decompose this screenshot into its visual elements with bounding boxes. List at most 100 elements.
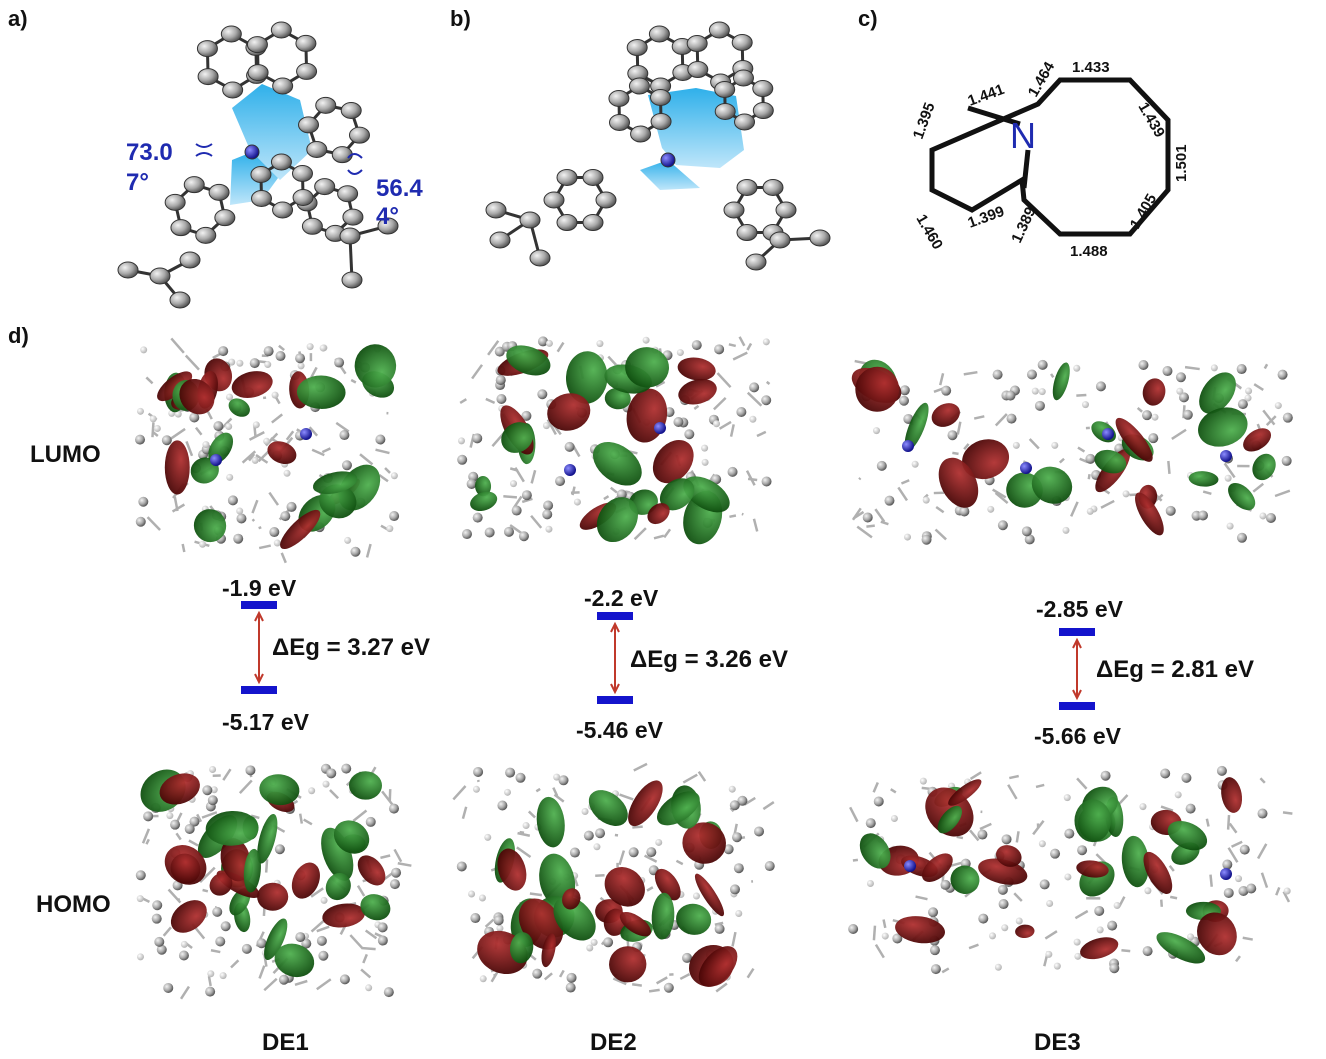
orbital-lobe-negative xyxy=(996,845,1022,867)
carbon-atom xyxy=(205,986,216,997)
carbon-atom xyxy=(566,972,577,983)
bond-line xyxy=(316,925,330,933)
orbital-lobe-negative xyxy=(694,873,725,917)
carbon-atom xyxy=(183,176,205,194)
arrow-up-icon xyxy=(254,610,264,622)
hydrogen-atom xyxy=(199,540,207,548)
hydrogen-atom xyxy=(510,480,518,488)
carbon-atom xyxy=(1281,455,1292,466)
lumo-energy: -2.85 eV xyxy=(1036,596,1124,622)
carbon-atom xyxy=(1037,359,1048,370)
bond-line xyxy=(874,943,885,959)
carbon-atom xyxy=(518,531,529,542)
carbon-atom xyxy=(736,406,747,417)
lumo-level-bar xyxy=(1059,628,1095,636)
arrow-down-icon xyxy=(254,673,264,685)
bond-line xyxy=(546,419,557,436)
carbon-atom xyxy=(178,950,189,961)
hydrogen-atom xyxy=(1001,924,1009,932)
bond-line xyxy=(1252,482,1265,493)
carbon-atom xyxy=(628,847,639,858)
crystal-structure-b xyxy=(485,21,831,271)
bond-line xyxy=(311,448,325,457)
carbon-atom xyxy=(899,385,910,396)
bond-line xyxy=(747,477,758,482)
bond-line xyxy=(1007,784,1018,800)
carbon-atom xyxy=(163,982,174,993)
carbon-atom xyxy=(1109,963,1120,974)
carbon-atom xyxy=(648,25,670,43)
orbital-lobe-negative xyxy=(654,868,681,901)
carbon-atom xyxy=(493,915,504,926)
carbon-atom xyxy=(214,209,236,227)
carbon-atom xyxy=(764,861,775,872)
carbon-atom xyxy=(609,113,631,131)
carbon-atom xyxy=(341,763,352,774)
panel-label-b: b) xyxy=(450,6,471,31)
orbital-cloud xyxy=(135,337,400,564)
hydrogen-atom xyxy=(1012,441,1020,449)
hydrogen-atom xyxy=(987,505,995,513)
carbon-atom xyxy=(714,102,736,120)
bond-line xyxy=(146,516,161,531)
hydrogen-atom xyxy=(136,895,144,903)
orbital-lobe-negative xyxy=(231,371,273,399)
carbon-atom xyxy=(301,938,312,949)
bond-line xyxy=(490,970,500,983)
carbon-atom xyxy=(484,527,495,538)
bond-line xyxy=(271,413,284,424)
carbon-atom xyxy=(212,906,223,917)
carbon-atom xyxy=(1165,505,1176,516)
bond-line xyxy=(294,979,308,987)
bond-line xyxy=(378,474,389,483)
bond-line xyxy=(194,426,203,436)
carbon-atom xyxy=(898,395,909,406)
orbital-lobe-positive xyxy=(333,820,370,854)
carbon-atom xyxy=(558,775,569,786)
carbon-atom xyxy=(708,21,730,39)
orbital-lobe-negative xyxy=(1221,777,1243,813)
orbital-lobe-negative xyxy=(547,393,591,431)
orbital-lobe-positive xyxy=(659,478,695,511)
carbon-atom xyxy=(714,923,725,934)
bond-line xyxy=(728,343,737,348)
hydrogen-atom xyxy=(1245,387,1253,395)
bond-line xyxy=(1256,423,1261,430)
bond-line xyxy=(308,426,319,437)
orbital-lobe-negative xyxy=(159,773,200,805)
hydrogen-atom xyxy=(365,984,373,992)
bond-line xyxy=(746,391,763,407)
hydrogen-atom xyxy=(642,336,650,344)
carbon-atom xyxy=(928,907,939,918)
carbon-atom xyxy=(269,527,280,538)
bond-line xyxy=(263,977,278,992)
hydrogen-atom xyxy=(236,359,244,367)
carbon-atom xyxy=(723,844,734,855)
orbital-lobe-negative xyxy=(1015,924,1035,939)
carbon-atom xyxy=(286,501,297,512)
hydrogen-atom xyxy=(1073,364,1081,372)
hydrogen-atom xyxy=(1045,950,1053,958)
orbital-lobe-negative xyxy=(1197,912,1237,956)
bond-line xyxy=(516,846,532,859)
bond-line xyxy=(303,818,313,826)
molecule-name: DE2 xyxy=(590,1029,637,1056)
carbon-atom xyxy=(170,219,192,237)
angle-value-1: 73.0 xyxy=(126,139,173,166)
hydrogen-atom xyxy=(320,896,328,904)
hydrogen-atom xyxy=(386,525,394,533)
orbital-lobe-negative xyxy=(322,903,365,928)
bond-line xyxy=(530,469,537,484)
hydrogen-atom xyxy=(228,358,236,366)
hydrogen-atom xyxy=(692,892,700,900)
hydrogen-atom xyxy=(1235,875,1243,883)
carbon-atom xyxy=(138,496,149,507)
bond-line xyxy=(210,949,221,954)
orbital-lobe-positive xyxy=(360,894,391,921)
bond-line xyxy=(872,925,877,941)
hydrogen-atom xyxy=(207,970,215,978)
bond-line xyxy=(609,486,618,494)
bond-line xyxy=(384,467,391,474)
carbon-atom xyxy=(472,512,483,523)
